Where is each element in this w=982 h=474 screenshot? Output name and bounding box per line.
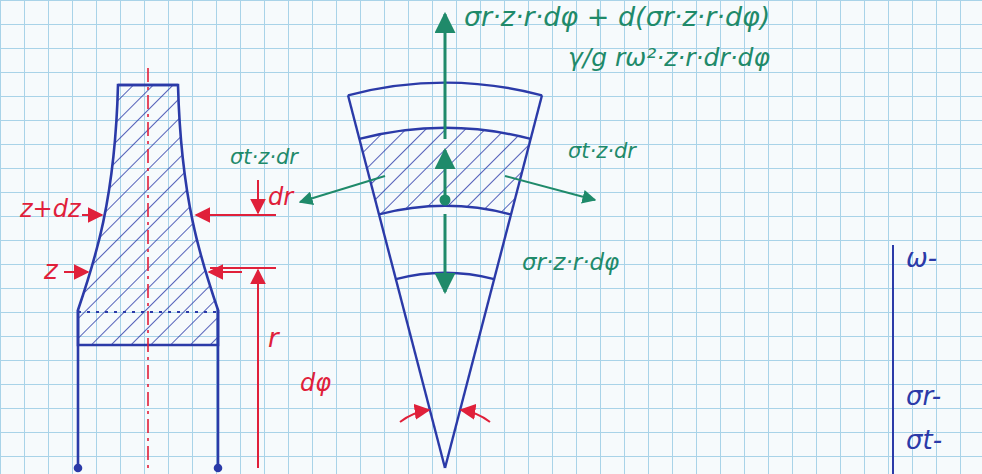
drawing-part (461, 410, 490, 422)
disk-sector (348, 83, 542, 468)
drawing-part (77, 310, 80, 468)
force-label: σr·z·r·dφ (520, 250, 621, 275)
legend-note: σr- (904, 382, 943, 411)
drawing-part (300, 176, 385, 202)
legend-note: σt- (904, 426, 944, 455)
angle-label: dφ (298, 370, 333, 396)
dimension-lines (64, 180, 276, 468)
drawing-part (444, 14, 447, 139)
drawing-part (209, 271, 242, 273)
drawing-part (200, 214, 276, 216)
force-label: γ/g rω²·z·r·dr·dφ (566, 44, 772, 72)
center-line (147, 68, 149, 472)
force-label: σt·z·dr (566, 140, 638, 163)
drawing-part (257, 180, 259, 213)
dimension-label: dr (266, 184, 295, 210)
drawing-part (444, 150, 447, 200)
drawing-part (444, 214, 447, 292)
force-label: σt·z·dr (228, 146, 300, 169)
dimension-label: z+dz (18, 196, 83, 222)
drawing-part (359, 128, 530, 214)
drawing-part (348, 95, 445, 468)
force-label: σr·z·r·dφ + d(σr·z·r·dφ) (462, 2, 772, 32)
divider-line (892, 245, 894, 474)
drawing-part (210, 267, 276, 269)
drawing-part (64, 271, 88, 273)
drawing-part (441, 196, 449, 204)
drawing-part (75, 465, 81, 471)
drawing-part (257, 270, 259, 468)
dimension-label: z (42, 256, 60, 285)
legend-note: ω- (904, 244, 939, 273)
angle-arcs (400, 410, 490, 422)
drawing-part (82, 214, 102, 216)
dimension-label: r (266, 324, 281, 353)
drawing-part (505, 176, 595, 200)
drawing-part (445, 95, 542, 468)
drawing-part (118, 84, 178, 87)
drawing-part (217, 310, 220, 468)
drawing-part (379, 206, 511, 214)
drawing-part (400, 410, 429, 422)
drawing-part (215, 465, 221, 471)
